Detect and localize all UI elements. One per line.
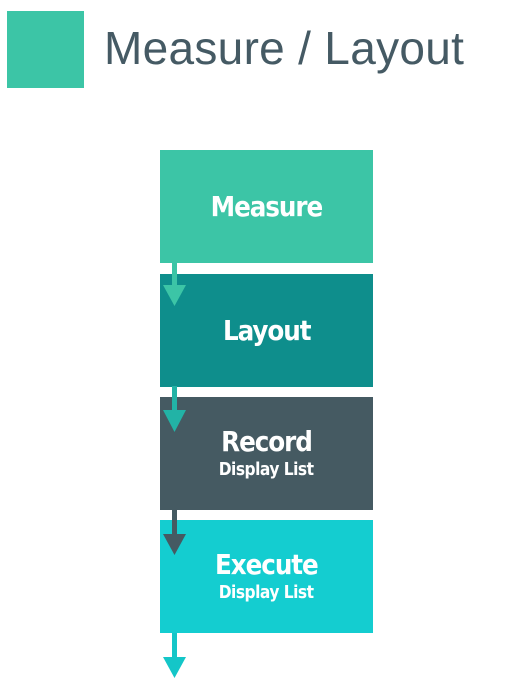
- stage-measure: Measure: [160, 150, 373, 263]
- flow-arrow-4: [163, 633, 186, 678]
- flow-arrow-2: [163, 386, 186, 432]
- page-title: Measure / Layout: [104, 22, 465, 74]
- stage-title: Layout: [222, 313, 312, 347]
- stage-title: Execute: [215, 548, 319, 581]
- flow-arrow-3: [163, 509, 186, 555]
- flow-arrow-1: [163, 263, 186, 306]
- stage-layout: Layout: [160, 274, 373, 387]
- stage-subtitle: Display List: [219, 582, 314, 603]
- stage-title: Measure: [210, 189, 324, 223]
- stage-title: Record: [221, 425, 313, 458]
- stage-execute: Execute Display List: [160, 520, 373, 633]
- stage-subtitle: Display List: [219, 459, 314, 480]
- header-color-swatch: [7, 11, 84, 88]
- stage-record: Record Display List: [160, 397, 373, 510]
